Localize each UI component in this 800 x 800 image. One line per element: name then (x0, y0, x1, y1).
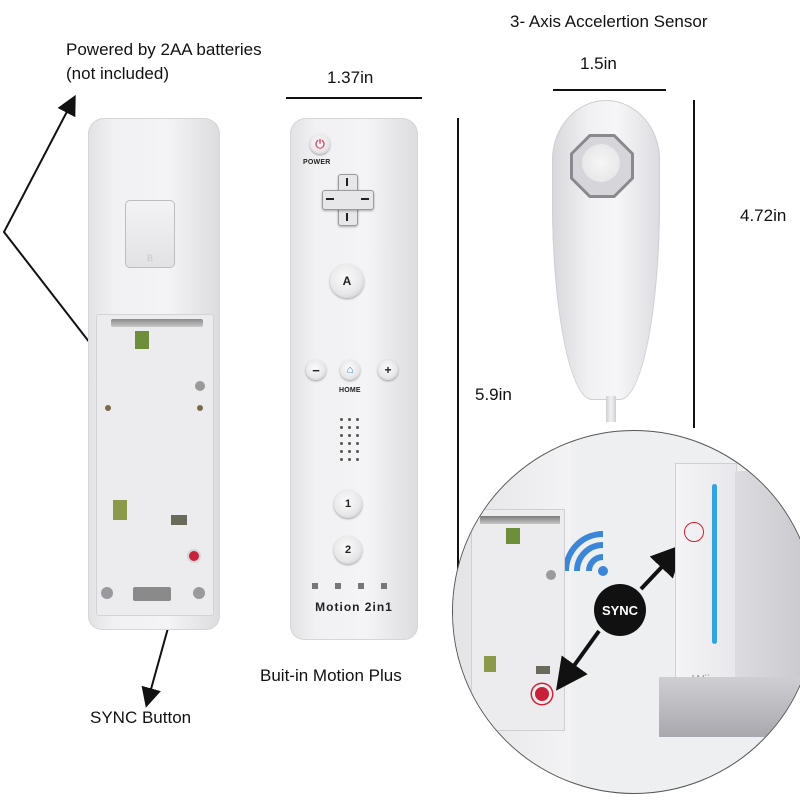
remote-height-label: 5.9in (475, 385, 512, 404)
remote-back: B (88, 118, 220, 630)
sync-inset: SYNC Wii (452, 430, 800, 794)
button-1[interactable]: 1 (334, 490, 362, 518)
sync-arrows (555, 544, 684, 691)
nunchuk-width-label: 1.5in (580, 54, 617, 73)
battery-spring-contact (111, 319, 203, 327)
strap-hole (101, 587, 113, 599)
power-button[interactable]: ⏻ (310, 134, 330, 154)
dpad-up-icon (346, 178, 348, 186)
battery-note-line1: Powered by 2AA batteries (66, 40, 262, 59)
circuit-board (135, 331, 149, 349)
nunchuk-cable (606, 396, 616, 422)
screw-hole (105, 405, 111, 411)
inset-remote-back (453, 431, 571, 793)
minus-button[interactable]: − (306, 360, 326, 380)
remote-front: ⏻ POWER A − ⌂ + HOME 1 2 Motion 2in1 (290, 118, 418, 640)
expansion-port (133, 587, 171, 601)
dpad[interactable] (322, 174, 374, 226)
screw-hole (197, 405, 203, 411)
screw (195, 381, 205, 391)
nunchuk-height-line (693, 100, 695, 428)
player-led-1 (312, 583, 318, 589)
remote-width-line (286, 97, 422, 99)
home-label: HOME (339, 387, 361, 394)
plus-button[interactable]: + (378, 360, 398, 380)
joystick[interactable] (582, 144, 620, 182)
inset-sync-button[interactable] (535, 687, 549, 701)
battery-compartment (96, 314, 214, 616)
battery-note-line2: (not included) (66, 64, 170, 83)
brand-text: Motion 2in1 (315, 600, 393, 614)
power-icon: ⏻ (315, 136, 325, 151)
battery-contact (113, 500, 127, 520)
sync-badge: SYNC (594, 584, 646, 636)
joystick-housing (570, 134, 634, 198)
speaker-grille (340, 418, 362, 466)
sync-button[interactable] (189, 551, 199, 561)
console-sync-highlight[interactable] (684, 522, 704, 542)
disc-slot-light (712, 484, 717, 644)
nunchuk-height-label: 4.72in (740, 206, 787, 225)
b-trigger-button[interactable]: B (125, 200, 175, 268)
remote-height-line (457, 118, 459, 648)
wii-stand (659, 677, 800, 737)
inset-battery-compartment (471, 509, 565, 731)
player-led-2 (335, 583, 341, 589)
power-label: POWER (303, 159, 331, 166)
battery-contact (171, 515, 187, 525)
sensor-label: 3- Axis Accelertion Sensor (510, 12, 708, 31)
strap-hole (193, 587, 205, 599)
battery-note: Powered by 2AA batteries (not included) (66, 38, 262, 86)
nunchuk (552, 100, 660, 400)
wii-console-side (735, 471, 800, 711)
player-led-3 (358, 583, 364, 589)
button-2[interactable]: 2 (334, 536, 362, 564)
player-led-4 (381, 583, 387, 589)
motion-plus-label: Buit-in Motion Plus (260, 666, 402, 685)
dpad-down-icon (346, 213, 348, 221)
a-button[interactable]: A (330, 264, 364, 298)
dpad-left-icon (326, 198, 334, 200)
sync-button-label: SYNC Button (90, 708, 192, 727)
home-button[interactable]: ⌂ (340, 360, 360, 380)
remote-width-label: 1.37in (327, 68, 374, 87)
dpad-right-icon (361, 198, 369, 200)
home-icon: ⌂ (346, 364, 354, 376)
nunchuk-width-line (553, 89, 666, 91)
wireless-icon (565, 531, 608, 576)
wii-console: Wii (675, 463, 737, 715)
